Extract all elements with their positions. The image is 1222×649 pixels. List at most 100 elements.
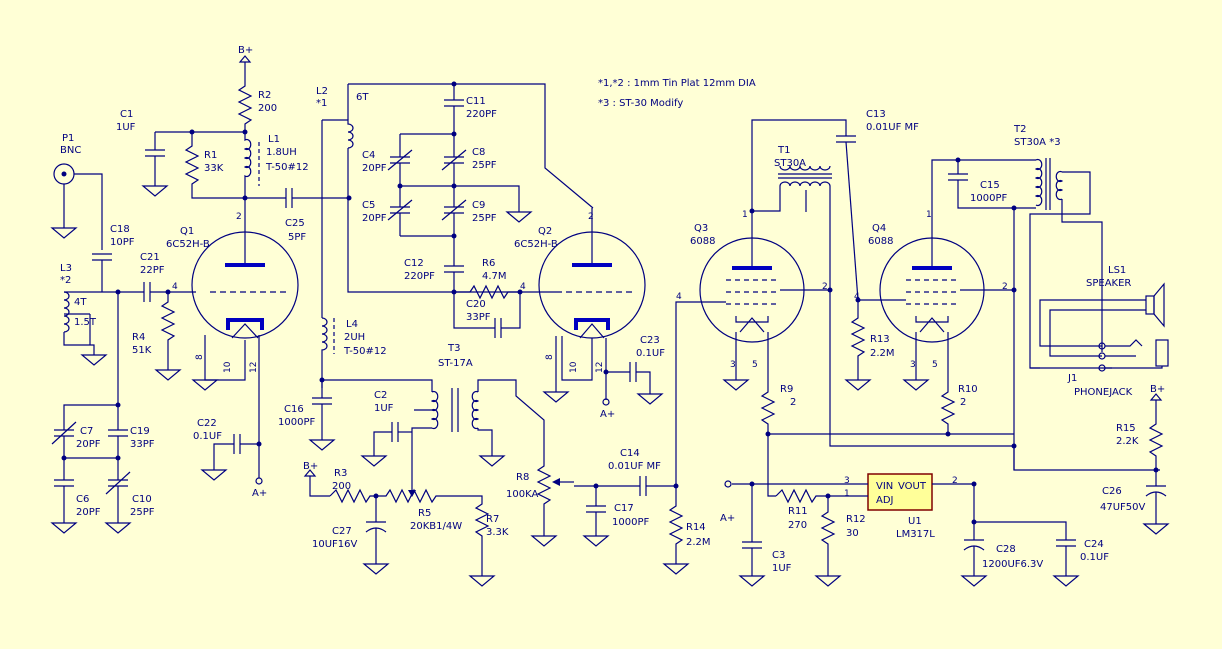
svg-text:C2: C2	[374, 390, 387, 401]
svg-text:R15: R15	[1116, 423, 1136, 434]
svg-text:20KB1/4W: 20KB1/4W	[410, 521, 462, 532]
svg-text:12: 12	[595, 362, 605, 373]
svg-text:ST30A: ST30A	[774, 158, 806, 169]
c11-capacitor: C11 220PF	[444, 84, 497, 134]
gnd-p1	[50, 227, 78, 239]
c10-variable-capacitor: C10 25PF	[105, 471, 155, 523]
svg-text:25PF: 25PF	[472, 213, 497, 224]
t1-transformer: T1 ST30A	[752, 145, 832, 290]
q2-tube: Q2 6C52H-B 2 4 8 10 12	[514, 208, 646, 400]
svg-text:T1: T1	[777, 145, 790, 156]
svg-text:LM317L: LM317L	[896, 529, 935, 540]
svg-text:T-50#12: T-50#12	[265, 162, 309, 173]
svg-text:R7: R7	[486, 514, 499, 525]
svg-text:*1: *1	[316, 98, 327, 109]
gnd-r13	[844, 379, 872, 391]
svg-text:C6: C6	[76, 494, 89, 505]
c5-variable-capacitor: C5 20PF	[362, 186, 413, 236]
u1-regulator: VIN VOUT ADJ U1 LM317L 3 1 2	[844, 473, 958, 540]
t3-transformer: T3 ST-17A	[411, 343, 545, 496]
svg-text:22PF: 22PF	[140, 265, 165, 276]
gnd-c28	[960, 575, 988, 587]
bplus-r3: B+	[303, 461, 330, 497]
svg-text:C4: C4	[362, 150, 375, 161]
c14-capacitor: C14 0.01UF MF	[608, 448, 676, 496]
svg-text:C1: C1	[120, 109, 133, 120]
svg-text:VIN: VIN	[876, 481, 893, 492]
svg-text:L2: L2	[316, 86, 328, 97]
svg-text:10UF16V: 10UF16V	[312, 539, 358, 550]
svg-text:C25: C25	[285, 218, 305, 229]
c1-capacitor: C1 1UF	[116, 109, 165, 186]
r2-resistor: R2 200	[237, 80, 277, 132]
svg-text:C7: C7	[80, 426, 93, 437]
svg-text:20PF: 20PF	[76, 507, 101, 518]
svg-text:C26: C26	[1102, 486, 1122, 497]
svg-text:R1: R1	[204, 150, 217, 161]
c16-capacitor: C16 1000PF	[278, 380, 332, 440]
c20-capacitor: C20 33PF	[453, 292, 521, 338]
svg-text:2.2M: 2.2M	[686, 537, 711, 548]
c27-capacitor: C27 10UF16V	[312, 496, 387, 564]
r6-resistor: R6 4.7M	[454, 258, 520, 300]
svg-text:A+: A+	[600, 409, 615, 420]
svg-text:C16: C16	[284, 404, 304, 415]
svg-text:C23: C23	[640, 335, 660, 346]
svg-text:20PF: 20PF	[362, 163, 387, 174]
svg-text:R4: R4	[132, 332, 145, 343]
svg-text:6C52H-B: 6C52H-B	[166, 239, 210, 250]
svg-text:1000PF: 1000PF	[612, 517, 649, 528]
svg-text:2: 2	[1002, 282, 1008, 292]
svg-text:33PF: 33PF	[130, 439, 155, 450]
svg-text:200: 200	[332, 481, 351, 492]
r13-resistor: R13 2.2M	[850, 300, 895, 380]
aplus-u1: A+	[720, 480, 735, 524]
gnd-c1	[141, 185, 169, 197]
q3-tube: Q3 6088 1 4 2 3 5	[676, 119, 847, 386]
l4-inductor: L4 2UH T-50#12	[321, 317, 387, 388]
svg-text:T2: T2	[1013, 124, 1026, 135]
svg-text:1200UF6.3V: 1200UF6.3V	[982, 559, 1043, 570]
svg-text:0.01UF MF: 0.01UF MF	[608, 461, 661, 472]
svg-text:T-50#12: T-50#12	[343, 346, 387, 357]
c28-capacitor: C28 1200UF6.3V	[963, 522, 1043, 576]
svg-text:2: 2	[952, 476, 958, 486]
svg-text:P1: P1	[62, 133, 74, 144]
bplus-q1: B+	[238, 45, 253, 80]
svg-text:B+: B+	[238, 45, 253, 56]
c22-capacitor: C22 0.1UF	[193, 418, 259, 470]
svg-text:220PF: 220PF	[404, 271, 435, 282]
svg-text:1: 1	[926, 210, 932, 220]
svg-text:C27: C27	[332, 526, 352, 537]
gnd-c16	[308, 439, 336, 451]
svg-text:1: 1	[742, 210, 748, 220]
svg-text:R13: R13	[870, 334, 890, 345]
gnd-c17	[582, 535, 610, 547]
gnd-c27	[362, 563, 390, 575]
svg-text:C24: C24	[1084, 539, 1104, 550]
r5-potentiometer: R5 20KB1/4W	[376, 488, 462, 532]
svg-text:2: 2	[790, 397, 796, 408]
svg-text:3: 3	[730, 360, 736, 370]
svg-text:L3: L3	[60, 263, 72, 274]
svg-text:C5: C5	[362, 200, 375, 211]
bplus-r15: B+	[1149, 384, 1165, 420]
svg-text:25PF: 25PF	[130, 507, 155, 518]
svg-text:20PF: 20PF	[76, 439, 101, 450]
c8-variable-capacitor: C8 25PF	[441, 134, 497, 186]
gnd-r8	[530, 535, 558, 547]
svg-text:0.1UF: 0.1UF	[1080, 552, 1109, 563]
r7-resistor: R7 3.3K	[450, 495, 509, 576]
svg-text:*2: *2	[60, 275, 71, 286]
gnd-r14	[662, 563, 690, 575]
q4-tube: Q4 6088 1 4 2 3 5	[854, 159, 1014, 386]
r9-resistor: R9 2	[760, 384, 796, 434]
svg-text:200: 200	[258, 103, 277, 114]
svg-text:L1: L1	[268, 134, 280, 145]
svg-text:10PF: 10PF	[110, 237, 135, 248]
svg-text:C20: C20	[466, 299, 486, 310]
svg-text:5: 5	[932, 360, 938, 370]
svg-text:2.2K: 2.2K	[1116, 436, 1139, 447]
gnd-c24	[1052, 575, 1080, 587]
